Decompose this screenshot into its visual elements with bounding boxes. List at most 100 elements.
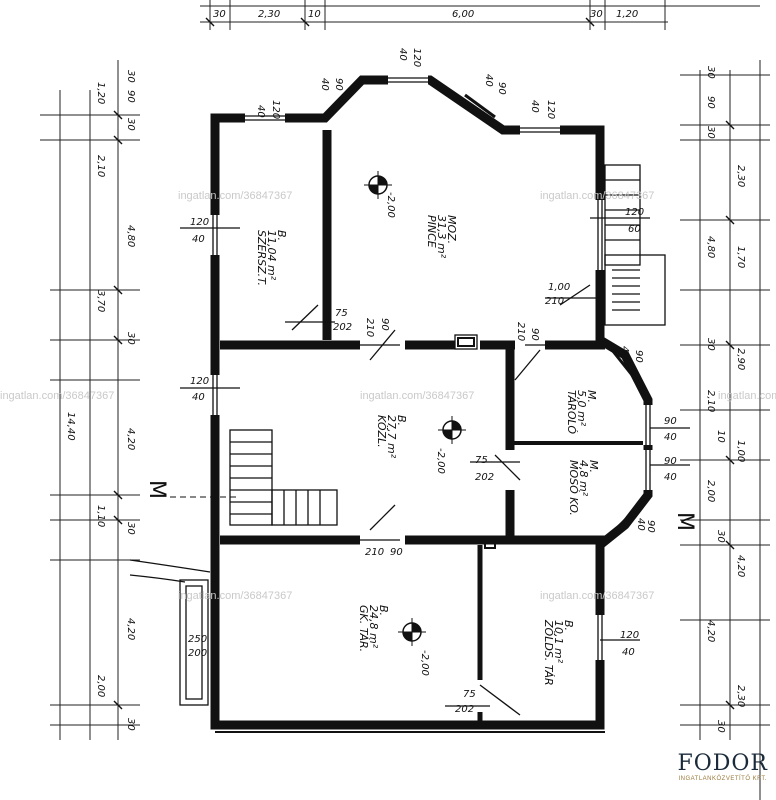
room-code-kozl: B.	[395, 415, 408, 426]
opening-h: 210	[364, 318, 375, 337]
room-labels: SZERSZ.T. 11,04 m² B. PINCE 31,3 m² MOZ.…	[255, 192, 600, 686]
room-name-gk-tar: GK. TÁR.	[357, 605, 370, 652]
opening-h: 210	[515, 322, 526, 341]
room-name-zolds: ZÖLDS. TÁR	[542, 619, 555, 686]
level-pince: -2,00	[385, 192, 396, 218]
logo-name: FODOR	[677, 751, 768, 776]
dim-right: 30	[715, 720, 726, 733]
opening-w: 40	[619, 346, 630, 359]
opening-h: 120	[545, 100, 556, 119]
opening-h: 40	[622, 647, 635, 658]
room-area-szersz: 11,04 m²	[265, 230, 278, 281]
opening-w: 75	[475, 455, 488, 466]
dim-labels-left: 30 1,20 90 30 2,10 4,80 3,70 30 14,40 4,…	[65, 70, 136, 731]
watermark: ingatlan.com/36847367	[178, 590, 293, 602]
opening-h: 90	[496, 82, 507, 95]
dim-right: 2,90	[735, 348, 746, 370]
dim-right: 2,10	[705, 390, 716, 412]
dim-top: 10	[308, 9, 321, 20]
dim-right: 4,20	[705, 620, 716, 642]
level-markers	[364, 171, 466, 646]
opening-h: 202	[455, 704, 474, 715]
dim-right: 30	[715, 530, 726, 543]
opening-w: 90	[664, 416, 677, 427]
dim-top: 30	[213, 9, 226, 20]
dim-right: 2,00	[705, 480, 716, 502]
opening-h: 210	[365, 547, 384, 558]
dim-labels-right: 30 90 30 2,30 4,80 1,70 30 2,90 2,10 10 …	[705, 66, 746, 733]
opening-h: 90	[645, 520, 656, 533]
dimension-lines	[40, 0, 770, 800]
opening-w: 75	[463, 689, 476, 700]
dim-left: 2,00	[95, 675, 106, 697]
opening-h: 202	[333, 322, 352, 333]
opening-w: 40	[529, 100, 540, 113]
opening-w: 40	[319, 78, 330, 91]
dim-left: 30	[125, 118, 136, 131]
room-name-pince: PINCE	[425, 215, 438, 248]
opening-h: 202	[475, 472, 494, 483]
opening-w: 40	[483, 74, 494, 87]
dim-left: 90	[125, 90, 136, 103]
dim-left: 1,20	[95, 82, 106, 104]
opening-h: 200	[188, 648, 207, 659]
opening-w: 120	[190, 376, 209, 387]
dim-left: 4,20	[125, 428, 136, 450]
section-line: M M	[144, 480, 697, 531]
opening-w: 90	[529, 328, 540, 341]
opening-w: 40	[255, 105, 266, 118]
opening-labels: 40 120 40 120 40 90 40 90 40 120 120 40 …	[188, 48, 677, 715]
dim-left: 4,80	[125, 225, 136, 247]
dim-right: 10	[715, 430, 726, 443]
watermark: ingatlan.com/36847367	[360, 390, 475, 402]
opening-w: 75	[335, 308, 348, 319]
dim-left: 3,70	[95, 290, 106, 312]
dim-left: 2,10	[95, 155, 106, 177]
room-code-moso: M.	[587, 460, 600, 473]
fodor-logo: FODOR INGATLANKÖZVETÍTŐ KFT.	[677, 751, 768, 782]
room-name-kozl: KÖZL.	[375, 415, 388, 448]
dim-left: 4,20	[125, 618, 136, 640]
room-code-gk-tar: B.	[377, 605, 390, 616]
dim-left: 30	[125, 332, 136, 345]
room-area-pince: 31,3 m²	[435, 215, 448, 259]
dim-right: 2,30	[735, 165, 746, 187]
opening-w: 120	[625, 207, 644, 218]
opening-w: 40	[635, 518, 646, 531]
opening-h: 40	[664, 432, 677, 443]
dim-left: 14,40	[65, 412, 76, 441]
opening-h: 40	[192, 234, 205, 245]
dim-right: 90	[705, 96, 716, 109]
opening-h: 210	[545, 296, 564, 307]
watermark: ingatlan.com/36847367	[540, 190, 655, 202]
room-code-tarolo: M.	[585, 390, 598, 403]
opening-h: 120	[270, 100, 281, 119]
dim-left: 30	[125, 70, 136, 83]
opening-w: 250	[188, 634, 207, 645]
watermark: ingatlan.com/36847367	[178, 190, 293, 202]
watermark: ingatlan.com/36847367	[0, 390, 115, 402]
room-area-zolds: 10,1 m²	[552, 620, 565, 664]
opening-w: 90	[390, 547, 403, 558]
room-code-szersz: B.	[275, 230, 288, 241]
dim-labels-top: 30 2,30 10 6,00 30 1,20	[213, 9, 638, 20]
dim-left: 30	[125, 718, 136, 731]
dim-right: 4,20	[735, 555, 746, 577]
room-area-moso: 4,8 m²	[577, 460, 590, 497]
opening-h: 90	[333, 78, 344, 91]
room-code-zolds: B.	[562, 620, 575, 631]
windows	[210, 75, 653, 660]
dim-right: 30	[705, 338, 716, 351]
dim-top: 6,00	[452, 9, 474, 20]
room-area-tarolo: 5,0 m²	[575, 390, 588, 427]
dim-top: 1,20	[616, 9, 638, 20]
dim-left: 1,10	[95, 505, 106, 527]
dim-right: 1,00	[735, 440, 746, 462]
room-name-moso: MOSÓ KO.	[567, 460, 580, 516]
opening-marks	[180, 217, 690, 716]
opening-h: 90	[633, 350, 644, 363]
room-area-kozl: 27,7 m²	[385, 415, 398, 459]
walls	[210, 75, 653, 733]
